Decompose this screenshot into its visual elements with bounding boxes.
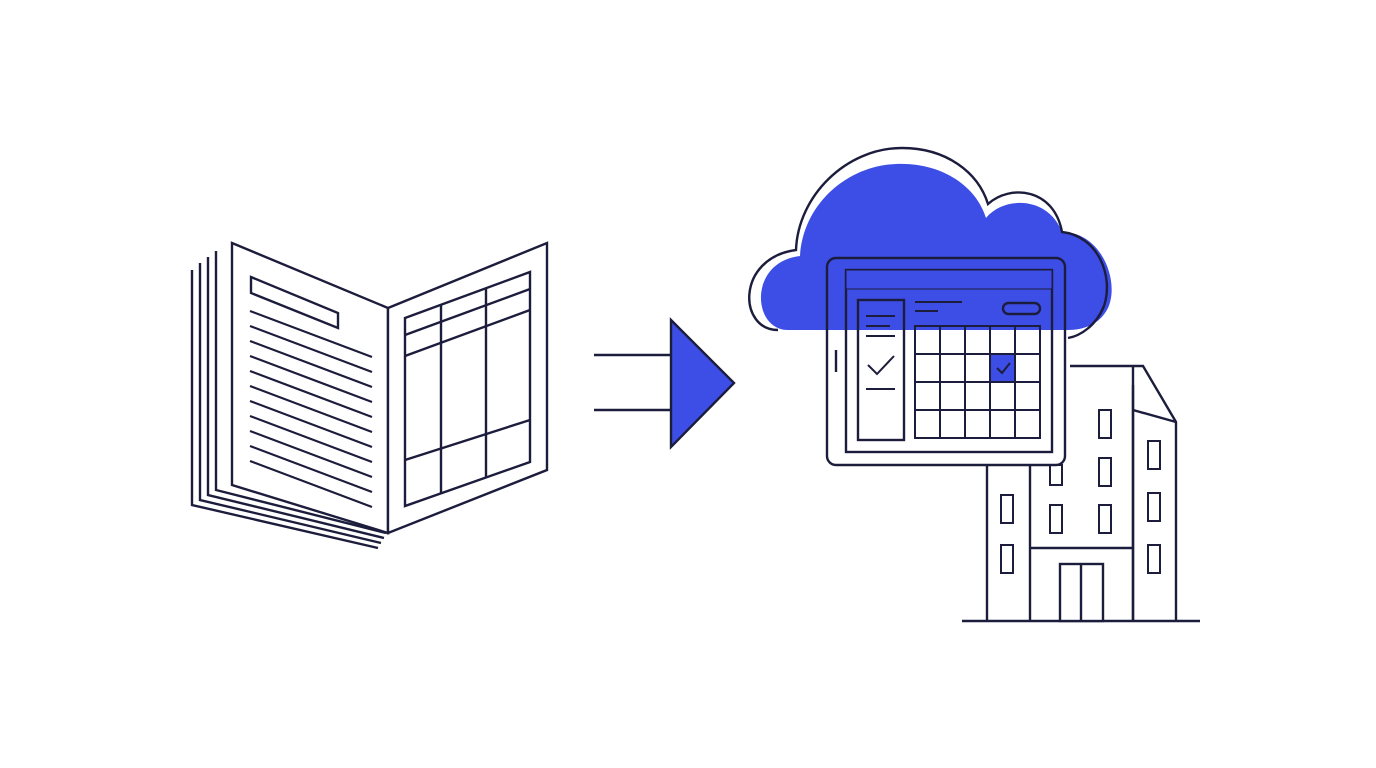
book-table	[403, 270, 532, 508]
open-book-icon	[190, 241, 549, 550]
book-page-edge	[190, 270, 379, 550]
arrow-head	[669, 317, 736, 450]
sidebar-lines	[866, 315, 895, 390]
building-tower-outline	[1070, 364, 1178, 621]
tablet-header-bar	[845, 269, 1053, 290]
sidebar-check-icon	[867, 355, 895, 376]
book-page-edge	[214, 251, 387, 535]
building-roof-edge	[1132, 408, 1177, 424]
calendar-check-icon	[996, 362, 1011, 375]
book-page-edge	[198, 263, 382, 545]
tablet-calendar-icon	[825, 256, 1067, 467]
right-arrow-icon	[594, 317, 736, 450]
book-page-edge	[206, 257, 385, 540]
cloud-fill	[760, 163, 1112, 330]
tablet-sidebar	[856, 298, 906, 442]
cloud-icon	[748, 146, 1112, 340]
calendar-grid	[914, 325, 1041, 439]
cloud-outline	[748, 146, 1109, 340]
building-door	[1058, 562, 1105, 623]
calendar-checked-cell[interactable]	[989, 353, 1016, 383]
office-building-icon	[962, 364, 1200, 623]
book-text-lines	[249, 309, 373, 509]
toolbar-pill-button[interactable]	[1001, 301, 1042, 316]
tablet-frame	[825, 256, 1067, 467]
book-heading-bar	[249, 275, 340, 330]
